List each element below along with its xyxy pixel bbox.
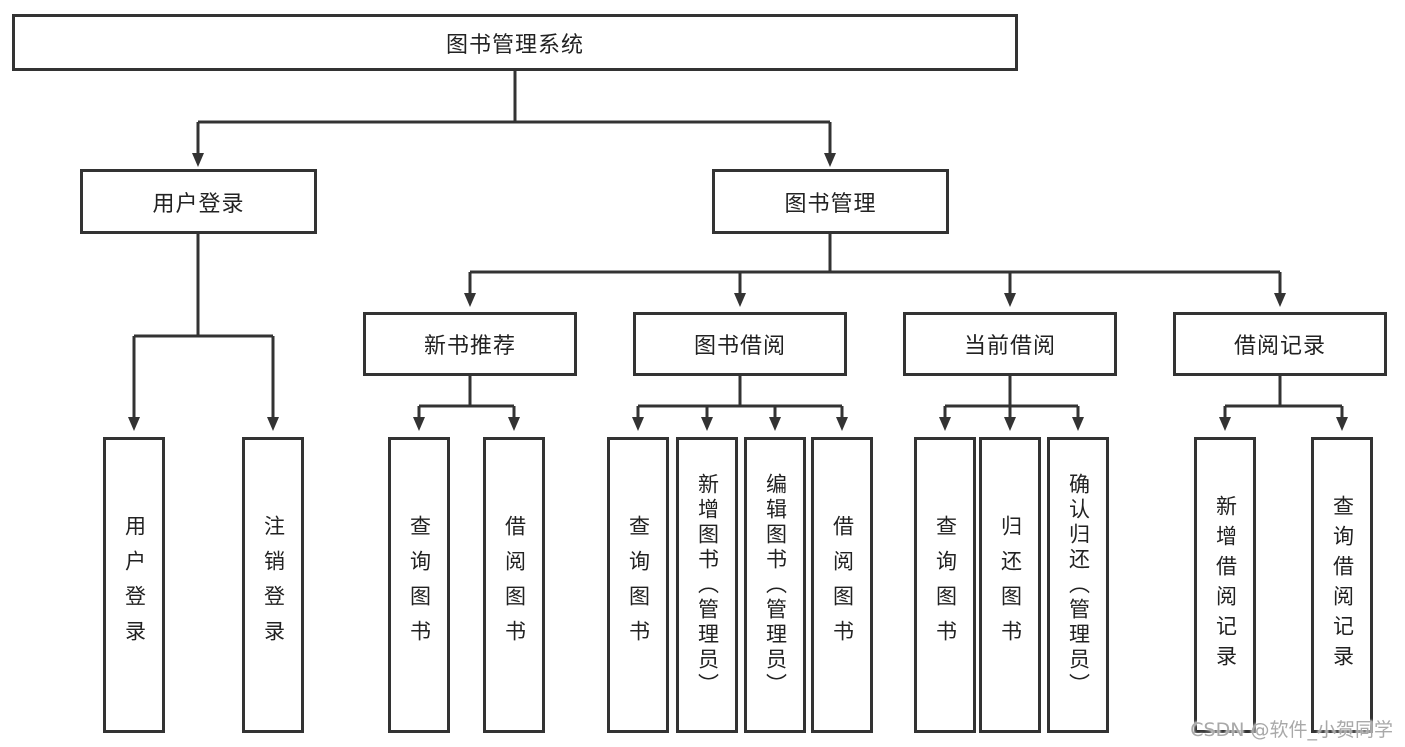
leaf-borrow-books: 借阅图书 <box>811 437 873 733</box>
leaf-query-books: 查询图书 <box>914 437 976 733</box>
node-user-login: 用户登录 <box>80 169 317 234</box>
leaf-query-books: 查询图书 <box>388 437 450 733</box>
leaf-add-borrow-record: 新增借阅记录 <box>1194 437 1256 733</box>
node-label: 当前借阅 <box>963 334 1056 359</box>
leaf-logout: 注销登录 <box>242 437 304 733</box>
node-label: 新书推荐 <box>423 334 516 359</box>
node-book-borrowing: 图书借阅 <box>633 312 847 376</box>
node-borrowing-records: 借阅记录 <box>1173 312 1387 376</box>
node-label: 图书借阅 <box>693 334 786 359</box>
leaf-query-borrow-record: 查询借阅记录 <box>1311 437 1373 733</box>
csdn-watermark: CSDN @软件_小贺同学 <box>1190 719 1393 741</box>
leaf-label: 查询图书 <box>933 515 958 655</box>
node-current-borrowing: 当前借阅 <box>903 312 1117 376</box>
leaf-label: 查询借阅记录 <box>1330 495 1355 675</box>
leaf-label: 查询图书 <box>626 515 651 655</box>
leaf-label: 查询图书 <box>407 515 432 655</box>
leaf-return-books: 归还图书 <box>979 437 1041 733</box>
node-label: 用户登录 <box>152 191 245 217</box>
node-library-management-system: 图书管理系统 <box>12 14 1018 71</box>
leaf-add-books-admin: 新增图书（管理员） <box>676 437 738 733</box>
leaf-label: 新增借阅记录 <box>1213 495 1238 675</box>
leaf-user-login: 用户登录 <box>103 437 165 733</box>
leaf-label: 新增图书（管理员） <box>695 472 720 698</box>
leaf-borrow-books: 借阅图书 <box>483 437 545 733</box>
leaf-label: 借阅图书 <box>830 515 855 655</box>
leaf-label: 确认归还（管理员） <box>1066 472 1091 698</box>
leaf-edit-books-admin: 编辑图书（管理员） <box>744 437 806 733</box>
node-label: 图书管理 <box>784 191 877 217</box>
node-label: 借阅记录 <box>1233 334 1326 359</box>
leaf-label: 用户登录 <box>122 515 147 655</box>
leaf-query-books: 查询图书 <box>607 437 669 733</box>
node-book-management: 图书管理 <box>712 169 949 234</box>
leaf-label: 借阅图书 <box>502 515 527 655</box>
node-new-book-recommend: 新书推荐 <box>363 312 577 376</box>
leaf-confirm-return-admin: 确认归还（管理员） <box>1047 437 1109 733</box>
leaf-label: 归还图书 <box>998 515 1023 655</box>
leaf-label: 编辑图书（管理员） <box>763 472 788 698</box>
leaf-label: 注销登录 <box>261 515 286 655</box>
node-label: 图书管理系统 <box>445 32 584 58</box>
